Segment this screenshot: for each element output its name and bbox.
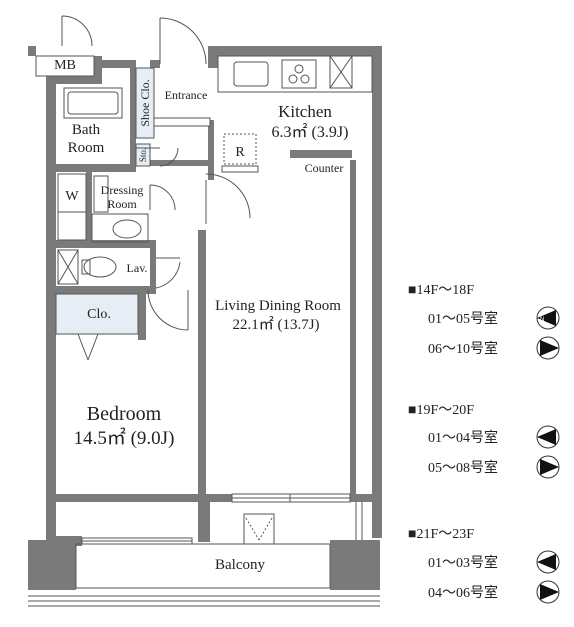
legend-units-3b: 04～06号室 bbox=[428, 584, 498, 601]
legend-floors-1: ■14F～18F bbox=[408, 283, 474, 298]
closet-box bbox=[55, 293, 139, 335]
orientation-legend: ■14F～18F 01～05号室 06～10号室 ■19F～20F 01～04号… bbox=[408, 283, 560, 604]
bath-label-1: Bath bbox=[72, 122, 101, 138]
kitchen-area: 6.3㎡ (3.9J) bbox=[272, 123, 349, 141]
living-door bbox=[205, 173, 251, 224]
mb-door bbox=[61, 15, 93, 47]
compass-icon bbox=[536, 425, 560, 449]
legend-floors-2: ■19F～20F bbox=[408, 403, 474, 418]
bath-label-2: Room bbox=[68, 140, 105, 156]
compass-icon bbox=[536, 550, 560, 574]
bedroom-label: Bedroom bbox=[87, 403, 162, 425]
compass-icon bbox=[536, 336, 560, 360]
bedroom-door bbox=[147, 289, 189, 331]
legend-units-3a: 01～03号室 bbox=[428, 554, 498, 571]
closet-door bbox=[77, 333, 99, 361]
storage-box bbox=[135, 143, 151, 167]
dressing-door bbox=[136, 147, 179, 211]
compass-icon bbox=[536, 580, 560, 604]
storage-label: Sto. bbox=[138, 148, 148, 162]
column-right bbox=[330, 540, 380, 590]
bedroom-window bbox=[81, 537, 193, 545]
dressing-label-1: Dressing bbox=[101, 183, 144, 197]
walls bbox=[28, 46, 382, 546]
closet-label: Clo. bbox=[87, 307, 111, 322]
refrigerator-label: R bbox=[235, 145, 245, 160]
svg-text:N: N bbox=[540, 317, 544, 323]
compass-icon bbox=[536, 455, 560, 479]
mb-box bbox=[35, 55, 95, 77]
wash-basin bbox=[91, 175, 149, 243]
lavatory-label: Lav. bbox=[127, 261, 148, 275]
kitchen-counter bbox=[217, 55, 373, 93]
legend-units-1a: 01～05号室 bbox=[428, 310, 498, 327]
mb-label: MB bbox=[54, 58, 76, 73]
living-area: 22.1㎡ (13.7J) bbox=[232, 316, 319, 333]
entrance-label: Entrance bbox=[165, 88, 208, 102]
refrigerator-space bbox=[223, 133, 257, 165]
entrance-door bbox=[159, 17, 207, 65]
shoe-closet-label: Shoe Clo. bbox=[138, 79, 152, 126]
washer-space bbox=[57, 173, 87, 241]
bathtub bbox=[63, 87, 123, 119]
legend-units-2b: 05～08号室 bbox=[428, 459, 498, 476]
living-label: Living Dining Room bbox=[215, 298, 341, 314]
living-window bbox=[231, 493, 351, 503]
counter-label: Counter bbox=[305, 161, 344, 175]
washer-label: W bbox=[65, 189, 79, 204]
toilet bbox=[57, 249, 181, 289]
legend-floors-3: ■21F～23F bbox=[408, 527, 474, 542]
shoe-closet bbox=[135, 67, 155, 139]
entrance-step bbox=[153, 117, 211, 127]
kitchen-label: Kitchen bbox=[278, 102, 332, 121]
legend-units-1b: 06～10号室 bbox=[428, 340, 498, 357]
outdoor-unit bbox=[243, 513, 275, 545]
balcony-label: Balcony bbox=[215, 557, 265, 573]
bedroom-area: 14.5㎡ (9.0J) bbox=[74, 426, 175, 449]
compass-icon: N bbox=[536, 306, 560, 330]
balcony-outline bbox=[28, 543, 380, 607]
dressing-label-2: Room bbox=[107, 197, 137, 211]
column-left bbox=[28, 540, 76, 590]
legend-units-2a: 01～04号室 bbox=[428, 429, 498, 446]
